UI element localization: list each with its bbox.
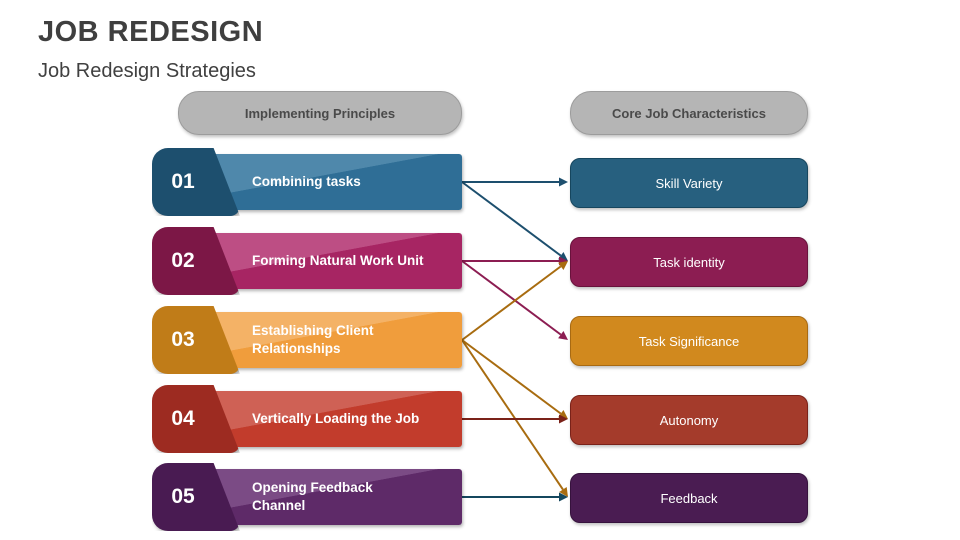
characteristic-label: Feedback [660,490,718,506]
characteristic-box: Feedback [570,473,808,523]
principle-number: 04 [171,407,195,430]
connector-line [461,339,564,491]
characteristic-label: Autonomy [659,412,719,428]
connector-arrowhead [558,331,568,340]
connector-arrowhead [559,492,568,502]
connector-line [461,265,562,341]
connector-line [461,339,562,415]
right-column-header-pill: Core Job Characteristics [570,91,808,135]
principle-number: 05 [171,485,195,508]
characteristic-label: Skill Variety [655,175,723,191]
principle-number-tab: 02 [152,227,240,295]
principle-label: Establishing Client Relationships [252,323,374,356]
connector-arrowhead [559,414,568,424]
principle-number: 01 [171,170,195,193]
characteristic-label: Task identity [653,254,725,270]
characteristic-box: Autonomy [570,395,808,445]
right-column-header-label: Core Job Characteristics [612,105,766,121]
principle-number: 02 [171,249,195,272]
characteristic-box: Skill Variety [570,158,808,208]
principle-label: Vertically Loading the Job [252,411,420,427]
slide-title: JOB REDESIGN [38,16,264,48]
left-column-header-label: Implementing Principles [244,105,396,121]
connector-arrowhead [558,410,568,419]
connector-arrowhead [558,252,568,261]
characteristic-box: Task identity [570,237,808,287]
connector-arrowhead [559,177,568,187]
connector-line [461,181,562,257]
principle-label: Combining tasks [252,174,361,190]
principle-number: 03 [171,328,195,351]
connector-arrowhead [558,261,568,270]
connector-arrowhead [559,256,568,266]
characteristic-box: Task Significance [570,316,808,366]
slide-subtitle: Job Redesign Strategies [38,60,256,82]
connector-line [461,260,562,336]
principle-label: Forming Natural Work Unit [252,253,424,269]
characteristic-label: Task Significance [638,333,740,349]
left-column-header-pill: Implementing Principles [178,91,462,135]
principle-label: Opening Feedback Channel [252,480,373,513]
